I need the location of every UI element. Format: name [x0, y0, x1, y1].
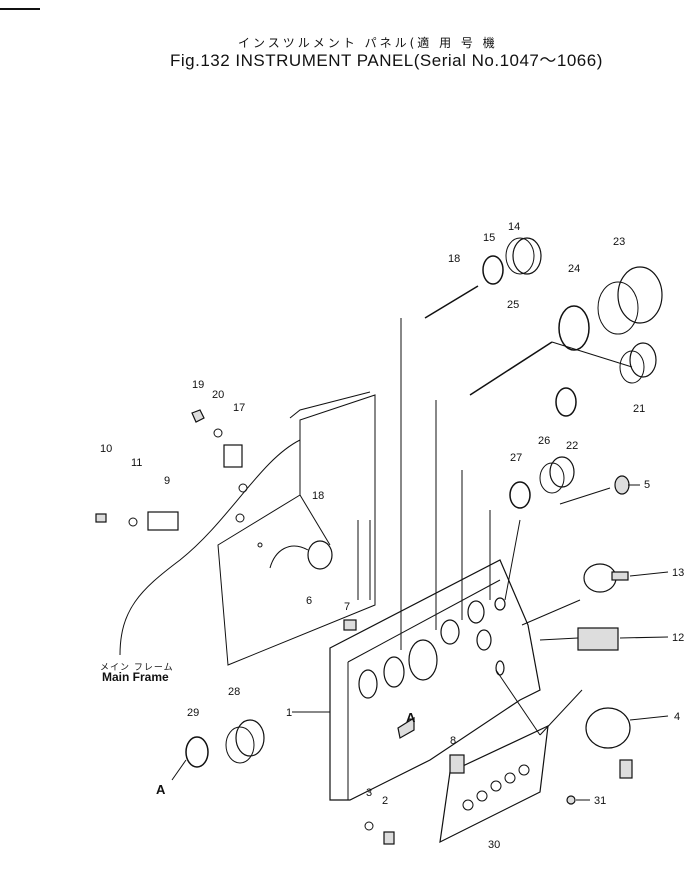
- main-frame-label-jp: メイン フレーム: [100, 663, 174, 673]
- callout-10: 10: [100, 443, 112, 455]
- part-23-gauge: [597, 266, 663, 335]
- part-18-fitting: [424, 285, 479, 319]
- callout-5: 5: [644, 479, 650, 491]
- leader-lines: [171, 318, 611, 781]
- callout-25: 25: [507, 299, 519, 311]
- part-15-ring: [482, 255, 504, 285]
- part-10-bolt: [95, 513, 107, 523]
- part-11-washer: [128, 517, 138, 527]
- reference-a-panel: A: [406, 710, 416, 725]
- part-21-gauge: [619, 342, 657, 384]
- callout-8: 8: [450, 735, 456, 747]
- part-29-ring: [185, 736, 209, 768]
- title-japanese: インスツルメント パネル(適 用 号 機: [238, 36, 498, 50]
- callout-31: 31: [594, 795, 606, 807]
- corner-rule: [0, 8, 40, 10]
- callout-27: 27: [510, 452, 522, 464]
- callout-11: 11: [131, 457, 142, 469]
- part-31-screw: [566, 795, 576, 805]
- part-13-switch: [583, 563, 629, 593]
- part-7-bolt: [343, 619, 357, 631]
- callout-13: 13: [672, 567, 684, 579]
- callout-21: 21: [633, 403, 645, 415]
- part-2-bolt: [383, 831, 395, 845]
- part-12-switch: [577, 627, 619, 651]
- callout-17: 17: [233, 402, 245, 414]
- frame-wire: [119, 439, 301, 656]
- callout-18-lower: 18: [312, 490, 324, 502]
- part-24-ring: [558, 305, 590, 351]
- callout-30: 30: [488, 839, 500, 851]
- main-frame-label: Main Frame: [102, 670, 169, 684]
- callout-15: 15: [483, 232, 495, 244]
- callout-24: 24: [568, 263, 580, 275]
- callout-22: 22: [566, 440, 578, 452]
- part-6-sensor: [269, 540, 333, 570]
- part-8-switch: [449, 754, 465, 774]
- part-26-gauge: [539, 456, 575, 494]
- callout-26: 26: [538, 435, 550, 447]
- part-20-washer: [213, 428, 223, 438]
- title-block: インスツルメント パネル(適 用 号 機 Fig.132 INSTRUMENT …: [0, 0, 686, 80]
- part-3-washer: [364, 821, 374, 831]
- part-4-keyswitch: [585, 707, 633, 779]
- part-19-nut: [191, 409, 205, 423]
- callout-28: 28: [228, 686, 240, 698]
- callout-4: 4: [674, 711, 680, 723]
- main-frame-bracket: [217, 391, 376, 666]
- callout-3: 3: [366, 787, 372, 799]
- part-5-lamp: [614, 475, 630, 495]
- part-9-clip: [147, 511, 179, 531]
- figure-title: Fig.132 INSTRUMENT PANEL(Serial No.1047～…: [170, 51, 603, 70]
- callout-1: 1: [286, 707, 292, 719]
- reference-a-left: A: [156, 782, 166, 797]
- callout-7: 7: [344, 601, 350, 613]
- part-30-plate: [439, 724, 549, 844]
- callout-leaders: [292, 484, 669, 801]
- part-14-gauge: [505, 237, 542, 275]
- part-25-cable: [469, 341, 633, 396]
- part-28-gauge: [225, 719, 265, 764]
- callout-29: 29: [187, 707, 199, 719]
- callout-20: 20: [212, 389, 224, 401]
- callout-9: 9: [164, 475, 170, 487]
- callout-14: 14: [508, 221, 520, 233]
- callout-12: 12: [672, 632, 684, 644]
- callout-23: 23: [613, 236, 625, 248]
- instrument-panel-plate: [329, 559, 541, 801]
- part-17-clamp: [223, 444, 243, 468]
- callout-2: 2: [382, 795, 388, 807]
- callout-6: 6: [306, 595, 312, 607]
- callout-19: 19: [192, 379, 204, 391]
- part-27-ring: [509, 481, 531, 509]
- part-22-ring: [555, 387, 577, 417]
- callout-18-upper: 18: [448, 253, 460, 265]
